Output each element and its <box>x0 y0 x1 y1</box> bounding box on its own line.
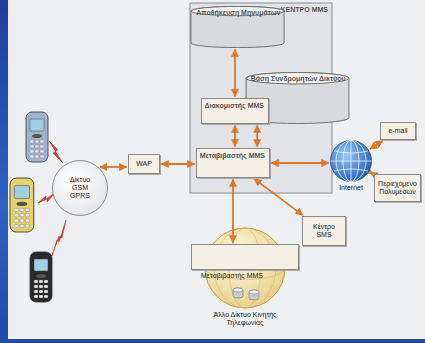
double-arrow <box>370 172 372 173</box>
cylinder-top <box>246 73 349 84</box>
node-label: Περιεχόμενο Πολυμέσων <box>377 180 418 195</box>
node-label: e-mail <box>388 127 407 135</box>
mobile-phone <box>26 112 48 162</box>
node-label: Δίκτυο GSM GPRS <box>63 176 97 199</box>
node-label: Αποθήκευση Μηνυμάτων <box>196 9 280 17</box>
gateway-box: WAP <box>128 154 160 174</box>
service-box: Περιεχόμενο Πολυμέσων <box>374 174 421 202</box>
node-label: Internet <box>339 184 363 192</box>
double-arrow <box>100 166 126 168</box>
service-box: e-mail <box>380 122 416 140</box>
globe-drawing <box>330 140 372 182</box>
double-arrow <box>256 126 258 147</box>
sms-center-box: Κέντρο SMS <box>302 216 346 246</box>
storage-cylinder: Αποθήκευση Μηνυμάτων <box>190 6 285 48</box>
double-arrow <box>254 179 302 215</box>
double-arrow <box>232 180 234 243</box>
double-arrow <box>162 163 195 165</box>
cylinder-body <box>190 6 283 47</box>
double-arrow <box>370 141 383 149</box>
globe-sphere <box>331 141 372 182</box>
double-arrow <box>234 50 236 97</box>
small-database-icon <box>233 288 243 298</box>
region-heading: Άλλο Δίκτυο Κινητής Τηλεφωνίας <box>195 311 295 326</box>
node-label: Διακομιστής MMS <box>204 102 264 110</box>
network-circle: Δίκτυο GSM GPRS <box>52 160 108 216</box>
node-label: Κέντρο SMS <box>305 223 343 238</box>
server-box: Διακομιστής MMS <box>201 98 269 124</box>
mms-center-region: ΚΕΝΤΡΟ MMSΑποθήκευση ΜηνυμάτωνΒάση Συνδρ… <box>190 3 332 193</box>
other-network-sphere: Άλλο Δίκτυο Κινητής ΤηλεφωνίαςΜεταβιβαστ… <box>205 228 285 308</box>
relay-box: Μεταβιβαστής MMS <box>191 244 299 270</box>
relay-box: Μεταβιβαστής MMS <box>196 148 270 178</box>
double-arrow <box>234 126 236 147</box>
internet-globe: Internet <box>330 140 372 182</box>
node-label: WAP <box>136 160 152 168</box>
mobile-phone <box>30 252 52 302</box>
mobile-phone <box>10 178 34 232</box>
node-label: Βάση Συνδρομητών Δικτύου <box>251 75 346 83</box>
node-label: Μεταβιβαστής MMS <box>182 272 282 280</box>
small-database-icon <box>249 290 259 300</box>
globe-grid <box>331 141 372 182</box>
node-label: Μεταβιβαστής MMS <box>200 152 265 160</box>
double-arrow <box>272 162 329 164</box>
region-heading: ΚΕΝΤΡΟ MMS <box>281 6 328 14</box>
